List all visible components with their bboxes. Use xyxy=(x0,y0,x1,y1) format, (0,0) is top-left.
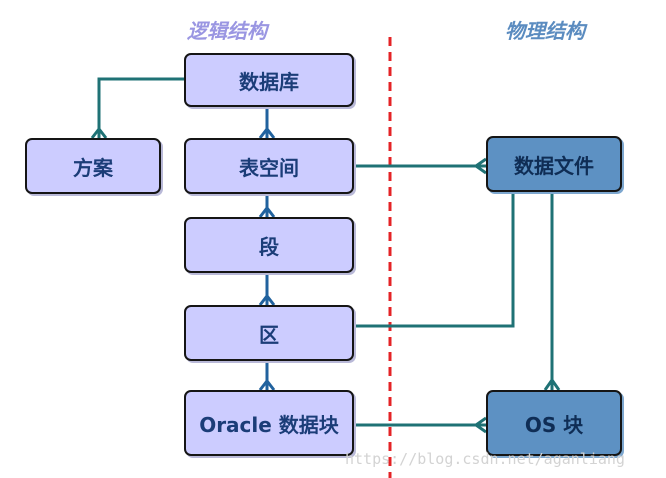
connector-database-schema xyxy=(97,77,184,138)
database-box: 数据库 xyxy=(184,53,354,107)
os-block-box: OS 块 xyxy=(486,390,622,456)
segment-box: 段 xyxy=(184,217,354,273)
connector-datafile-extent xyxy=(354,192,515,328)
crowfoot-osblock-left xyxy=(473,416,487,434)
crowfoot-datafile xyxy=(473,157,487,175)
schema-box: 方案 xyxy=(25,138,161,194)
crowfoot-osblock xyxy=(543,377,561,391)
tablespace-box: 表空间 xyxy=(184,138,354,194)
watermark: https://blog.csdn.net/aganliang xyxy=(345,450,625,468)
logical-structure-heading: 逻辑结构 xyxy=(187,19,267,43)
datafile-box: 数据文件 xyxy=(486,136,622,192)
crowfoot-extent xyxy=(258,293,276,306)
crowfoot-segment xyxy=(258,205,276,218)
crowfoot-schema xyxy=(90,126,108,139)
extent-box: 区 xyxy=(184,305,354,361)
crowfoot-tablespace xyxy=(258,126,276,139)
oracle-block-box: Oracle 数据块 xyxy=(184,390,354,456)
physical-structure-heading: 物理结构 xyxy=(505,19,585,43)
crowfoot-block xyxy=(258,378,276,391)
